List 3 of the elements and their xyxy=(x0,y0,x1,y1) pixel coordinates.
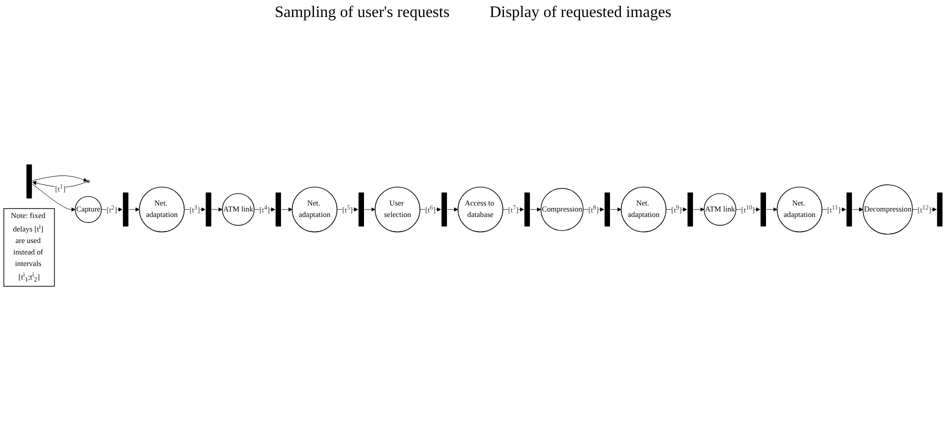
column-heading: Display of requested images xyxy=(490,4,672,22)
column-heading: Sampling of user's requests xyxy=(274,4,450,22)
node-circle xyxy=(87,180,90,183)
